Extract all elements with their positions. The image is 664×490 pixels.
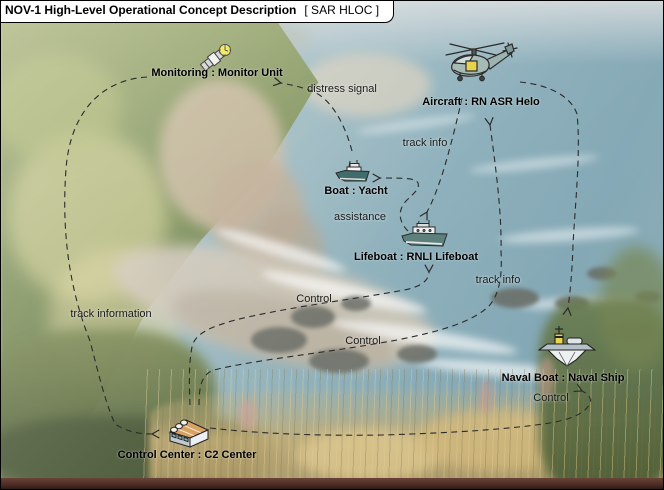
edge-label-track-information: track information [70, 308, 152, 320]
edge-track-information[interactable] [64, 76, 160, 439]
photo-texture [239, 399, 257, 431]
satellite-icon [199, 43, 232, 72]
edge-assistance[interactable] [372, 173, 419, 232]
photo-rock [251, 327, 307, 353]
edge-label-track-info-2: track info [475, 274, 521, 286]
photo-texture [539, 357, 555, 399]
node-lifeboat[interactable]: Lifeboat : RNLI Lifeboat [354, 219, 478, 263]
building-icon [168, 419, 210, 448]
photo-texture [1, 53, 121, 163]
photo-rock [341, 296, 371, 311]
edge-control-c2-aircraft[interactable] [198, 116, 502, 406]
edge-label-control-1: Control [296, 293, 332, 305]
edge-track-info-helo-lifeboat[interactable] [419, 97, 463, 221]
edge-label-control-2: Control [345, 335, 381, 347]
edge-distress-signal[interactable] [272, 77, 353, 152]
helicopter-icon [445, 42, 518, 82]
edge-label-distress-signal: distress signal [307, 83, 377, 95]
frame-title: NOV-1 High-Level Operational Concept Des… [5, 3, 297, 17]
node-naval-ship[interactable]: Naval Boat : Naval Ship [502, 325, 624, 384]
photo-bottom-strip [1, 478, 663, 489]
edge-label-track-info-1: track info [402, 137, 448, 149]
photo-texture [479, 379, 493, 415]
photo-rock [491, 288, 539, 308]
photo-far-bluff [301, 53, 431, 117]
node-label-lifeboat: Lifeboat : RNLI Lifeboat [353, 251, 479, 263]
node-label-monitoring: Monitoring : Monitor Unit [151, 67, 283, 79]
edge-label-control-3: Control [533, 392, 569, 404]
frame-title-tab: NOV-1 High-Level Operational Concept Des… [1, 1, 395, 23]
node-c2-center[interactable]: Control Center : C2 Center [118, 412, 256, 461]
lifeboat-icon [401, 220, 448, 247]
photo-right-foliage [599, 246, 663, 371]
frame-tag: [ SAR HLOC ] [304, 3, 380, 17]
boat-icon [335, 160, 370, 182]
naval-ship-icon [538, 326, 596, 367]
edge-label-assistance: assistance [334, 211, 386, 223]
photo-rock [291, 306, 335, 328]
photo-rock [397, 345, 437, 363]
node-label-c2-center: Control Center : C2 Center [117, 449, 257, 461]
edge-control-c2-lifeboat[interactable] [188, 264, 434, 406]
node-aircraft[interactable]: Aircraft : RN ASR Helo [422, 37, 540, 108]
edge-track-info-helo-navalship[interactable] [519, 81, 579, 317]
node-label-aircraft: Aircraft : RN ASR Helo [422, 96, 540, 108]
node-label-naval-ship: Naval Boat : Naval Ship [501, 372, 625, 384]
node-label-yacht: Boat : Yacht [324, 185, 388, 197]
node-monitoring[interactable]: Monitoring : Monitor Unit [151, 41, 283, 79]
node-yacht[interactable]: Boat : Yacht [324, 157, 388, 197]
